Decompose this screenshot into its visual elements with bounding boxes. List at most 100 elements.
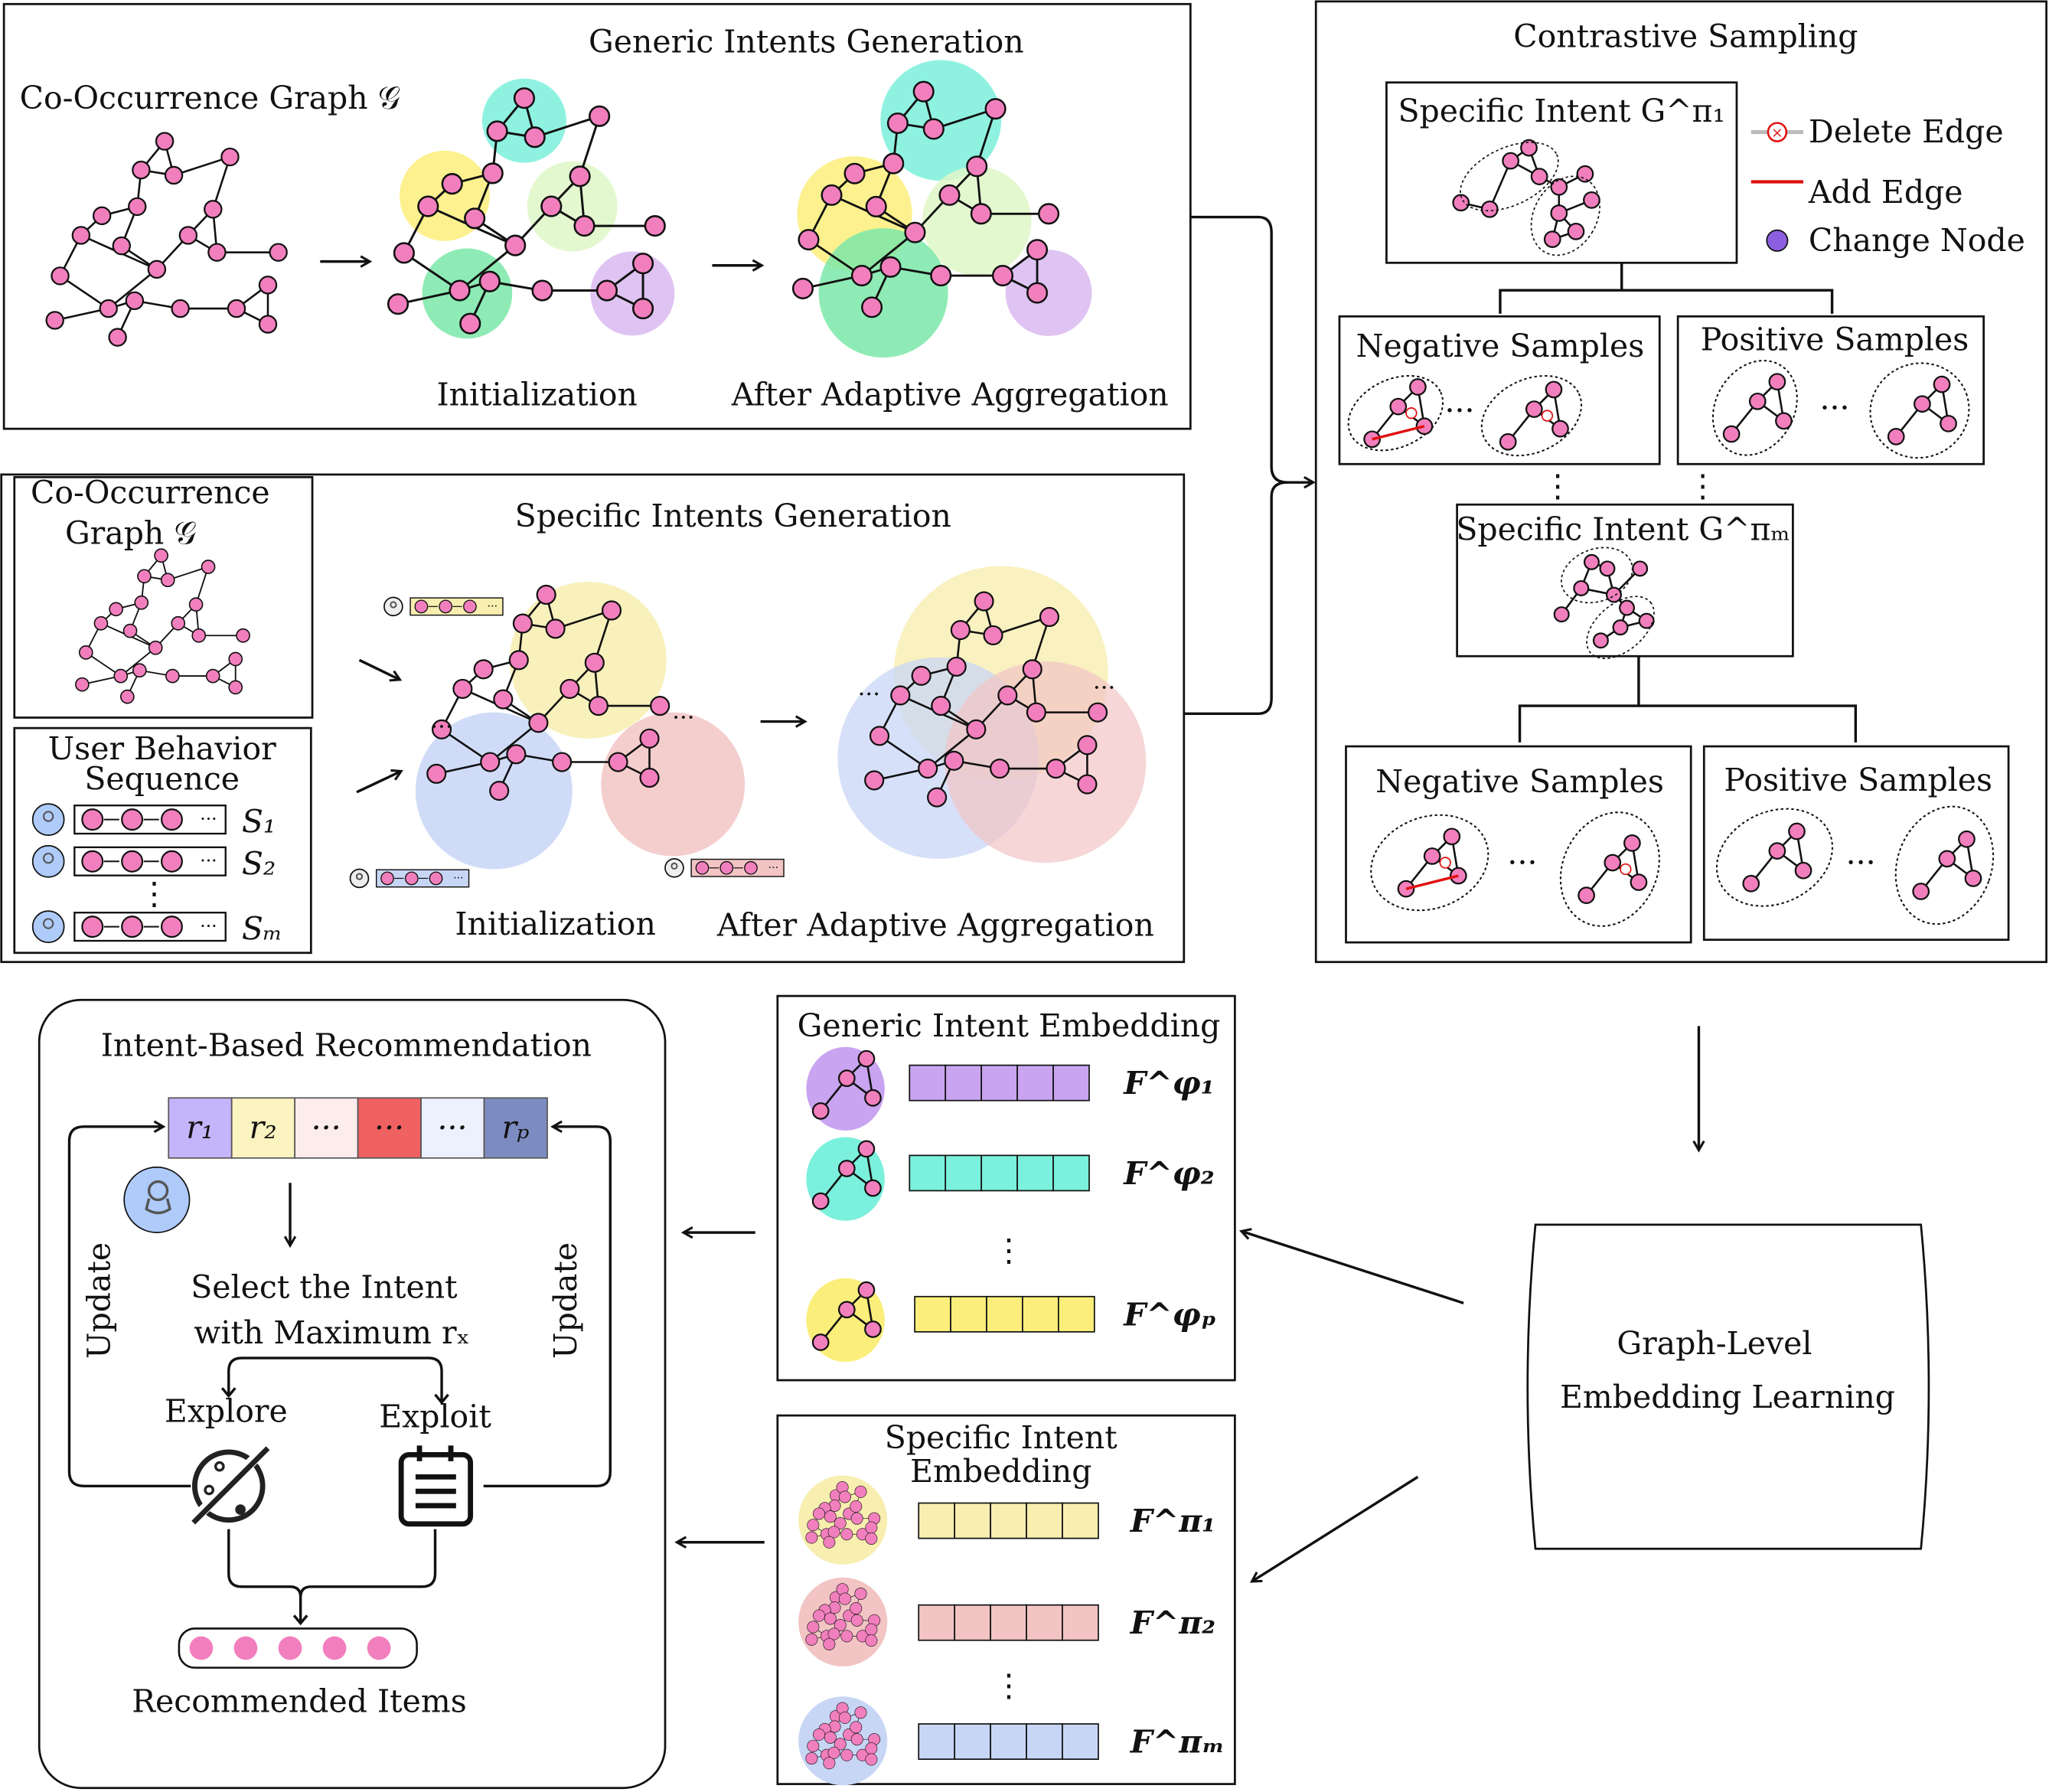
intent-cluster — [818, 228, 948, 358]
graph-node — [1525, 400, 1543, 418]
graph-level-embedding-learning: Graph-Level Embedding Learning — [1526, 1223, 1930, 1550]
graph-node — [966, 155, 988, 178]
user-behavior-sequences: ···S₁···S₂···Sₘ⋮········· — [31, 596, 785, 948]
graph-node — [850, 1721, 863, 1734]
co-occurrence-graph — [45, 132, 288, 347]
graph-node — [930, 265, 952, 287]
graph-node — [974, 591, 994, 612]
graph-node — [1619, 599, 1636, 616]
graph — [1742, 822, 1812, 893]
graph-node — [824, 1612, 837, 1625]
graph-node — [165, 668, 180, 684]
graph-node — [950, 620, 971, 641]
graph-node — [861, 296, 883, 318]
graph-node — [890, 685, 911, 706]
graph-edge — [59, 275, 109, 310]
graph-node — [1604, 854, 1622, 872]
graph-node — [441, 173, 463, 195]
graph-node — [1775, 412, 1793, 430]
graph-node — [1794, 861, 1812, 880]
graph-node — [869, 726, 890, 746]
graph-node — [205, 668, 220, 684]
graph — [805, 1702, 881, 1770]
arrow-icon — [356, 769, 403, 794]
graph-node — [258, 315, 278, 334]
generic-aggregated-graph — [791, 60, 1092, 358]
embedding-cell — [914, 1295, 951, 1333]
svg-text:···: ··· — [768, 862, 779, 874]
graph-node — [1026, 702, 1046, 723]
specific-embedding-title-1: Specific Intent — [885, 1419, 1118, 1456]
graph-edge — [120, 647, 156, 677]
deleted-edge-icon — [1541, 410, 1554, 422]
graph-node — [827, 1746, 840, 1759]
generic-intent-embedding-panel: Generic Intent Embedding F^φ₁F^φ₂F^φₚ ⋮ — [776, 994, 1236, 1382]
generic-after-label: After Adaptive Aggregation — [731, 376, 1169, 413]
graph-node — [850, 1733, 863, 1746]
graph-node — [51, 266, 70, 286]
graph-node — [536, 584, 556, 605]
embedding-cell — [918, 1723, 956, 1761]
intent-score-cell — [483, 1097, 548, 1159]
graph-node — [931, 696, 951, 716]
graph-node — [1088, 702, 1108, 723]
embedding-cell — [990, 1723, 1027, 1761]
arrow-icon — [1249, 1475, 1419, 1583]
graph-node — [918, 758, 938, 779]
graph-node — [71, 226, 91, 245]
legend-add-edge: Add Edge — [1808, 174, 1963, 211]
graph-node — [840, 1630, 853, 1643]
specific-intent-1-label: Specific Intent G^π₁ — [1398, 93, 1724, 129]
sample-graph — [1711, 360, 1798, 456]
graph-node — [966, 719, 987, 739]
intent-cluster — [590, 251, 675, 336]
graph-node — [970, 203, 992, 225]
graph-node — [1742, 874, 1760, 893]
sample-graph — [1869, 362, 1970, 459]
graph — [1578, 834, 1648, 904]
generic-embedding-title: Generic Intent Embedding — [798, 1007, 1221, 1044]
graph-node — [997, 685, 1018, 706]
embedding-cell — [918, 1502, 956, 1539]
graph-node — [827, 1526, 840, 1539]
graph-node — [452, 678, 473, 699]
arrow-icon — [1238, 1228, 1464, 1304]
graph — [811, 1140, 882, 1210]
graph-node — [865, 1634, 878, 1647]
specific-ellipses: ············ — [430, 674, 1115, 740]
behavior-sequence: ··· — [73, 912, 227, 942]
sample-graph — [1370, 814, 1489, 912]
graph-node — [191, 628, 207, 643]
svg-text:···: ··· — [487, 600, 498, 612]
graph-node — [812, 1728, 825, 1741]
vdots: ⋮ — [1542, 468, 1574, 504]
graph-node — [207, 243, 227, 262]
specific-intent-m-graph — [1553, 547, 1655, 659]
specific-intents-panel: Co-Occurrence Graph 𝒢 User Behavior Sequ… — [0, 473, 1186, 964]
graph-node — [531, 279, 553, 302]
graph-node — [148, 640, 163, 655]
merge-connector — [227, 1529, 437, 1624]
graph-node — [125, 291, 145, 311]
graph-node — [1887, 428, 1905, 446]
added-edge — [1372, 425, 1425, 441]
graph-node — [552, 752, 573, 772]
embedding-cell — [1016, 1064, 1054, 1102]
graph-node — [512, 613, 533, 634]
graph-node — [838, 1490, 851, 1503]
graph-node — [1623, 834, 1641, 852]
embedding-cell — [980, 1064, 1018, 1102]
user-icon — [383, 596, 403, 617]
graph-node — [154, 548, 168, 563]
graph-node — [236, 628, 250, 643]
graph-node — [92, 206, 112, 226]
specific-embedding-label: F^π₂ — [1130, 1604, 1215, 1641]
embedding-cell — [909, 1064, 947, 1102]
graph-node — [134, 595, 149, 610]
graph-node — [944, 750, 964, 771]
samples-row-2: ············ — [1370, 389, 1995, 927]
negative-samples-label: Negative Samples — [1356, 328, 1645, 364]
recommended-item — [278, 1636, 302, 1660]
explore-planet-icon — [189, 1443, 271, 1525]
graph-node — [823, 1637, 836, 1650]
